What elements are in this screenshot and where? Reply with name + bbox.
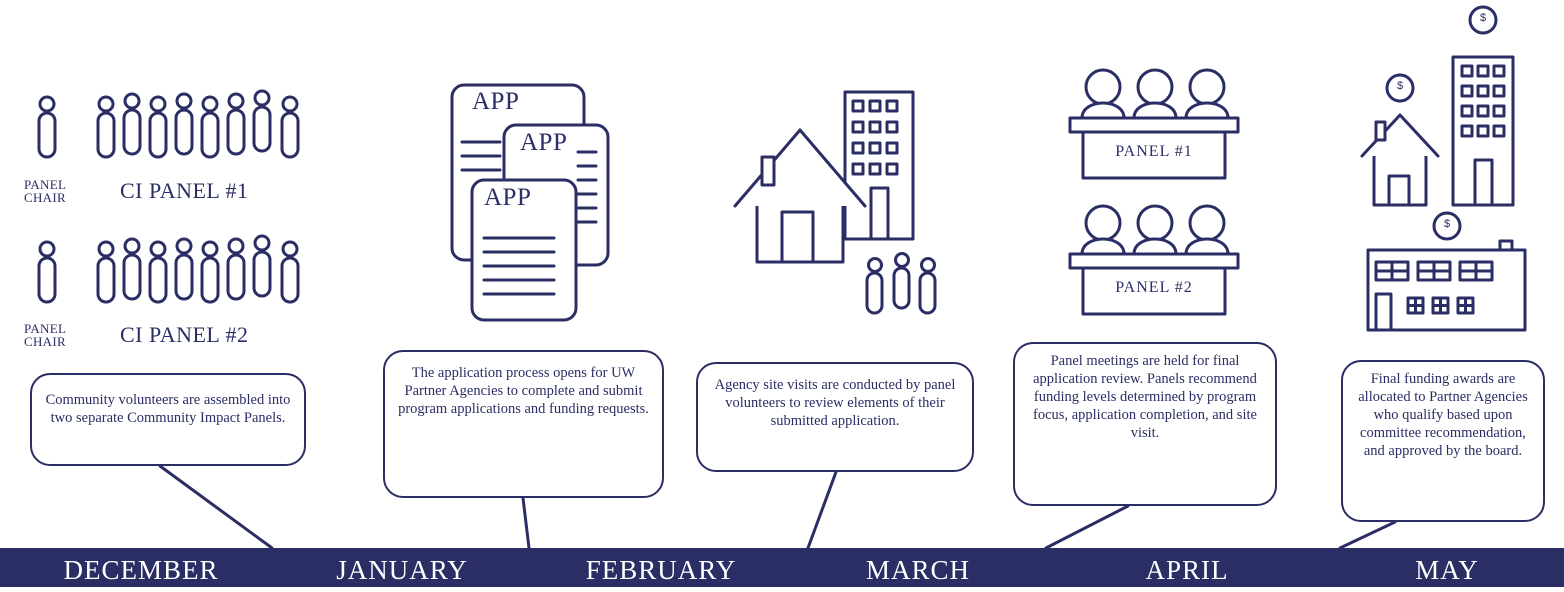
panel-chair-label-2: PANEL CHAIR — [24, 321, 67, 349]
ci-panel-1-label: CI PANEL #1 — [120, 178, 249, 203]
funded-tower-icon — [1451, 5, 1515, 207]
connector-february — [806, 470, 838, 550]
panel-members-icon-1 — [96, 89, 300, 159]
panel-meeting-icon-1 — [1068, 68, 1240, 180]
panel-members-icon-2 — [96, 234, 300, 304]
month-february: FEBRUARY — [585, 555, 737, 585]
step-text-february: Agency site visits are conducted by pane… — [714, 377, 956, 429]
month-march: MARCH — [865, 555, 971, 585]
step-bubble-april: Panel meetings are held for final applic… — [1013, 342, 1277, 506]
month-april: APRIL — [1145, 555, 1229, 585]
app-label-front: APP — [484, 184, 532, 211]
connector-december — [158, 464, 274, 550]
panel-2-desk-label: PANEL #2 — [1115, 279, 1193, 296]
app-label-middle: APP — [520, 129, 568, 156]
timeline-connectors — [158, 464, 1397, 550]
panel-1-desk-label: PANEL #1 — [1115, 143, 1193, 160]
step-bubble-december: Community volunteers are assembled into … — [30, 373, 306, 466]
step-text-april: Panel meetings are held for final applic… — [1033, 353, 1257, 441]
month-may: MAY — [1415, 555, 1479, 585]
app-label-back: APP — [472, 88, 520, 115]
ci-panel-2-label: CI PANEL #2 — [120, 322, 249, 347]
panel-meeting-icon-2 — [1068, 204, 1240, 316]
month-january: JANUARY — [336, 555, 468, 585]
house-icon — [733, 128, 867, 264]
connector-may — [1338, 520, 1397, 550]
site-visitors-icon — [865, 252, 937, 315]
step-text-january: The application process opens for UW Par… — [398, 365, 649, 417]
connector-january — [521, 496, 531, 550]
funded-house-icon — [1360, 73, 1440, 207]
panel-chair-icon-2 — [37, 240, 57, 304]
step-bubble-may: Final funding awards are allocated to Pa… — [1341, 360, 1545, 522]
connector-march — [1044, 504, 1130, 550]
dollar-sign-school: $ — [1443, 218, 1451, 230]
panel-chair-label-1: PANEL CHAIR — [24, 177, 67, 205]
month-december: DECEMBER — [63, 555, 219, 585]
application-documents-icon — [450, 83, 610, 322]
step-text-may: Final funding awards are allocated to Pa… — [1358, 371, 1528, 459]
dollar-sign-house: $ — [1396, 80, 1404, 92]
step-bubble-january: The application process opens for UW Par… — [383, 350, 664, 498]
step-bubble-february: Agency site visits are conducted by pane… — [696, 362, 974, 472]
panel-chair-icon-1 — [37, 95, 57, 159]
funded-school-icon — [1366, 211, 1527, 332]
timeline-bar — [0, 548, 1564, 587]
step-text-december: Community volunteers are assembled into … — [45, 392, 291, 426]
office-building-icon — [843, 90, 915, 241]
dollar-sign-tower: $ — [1479, 12, 1487, 24]
